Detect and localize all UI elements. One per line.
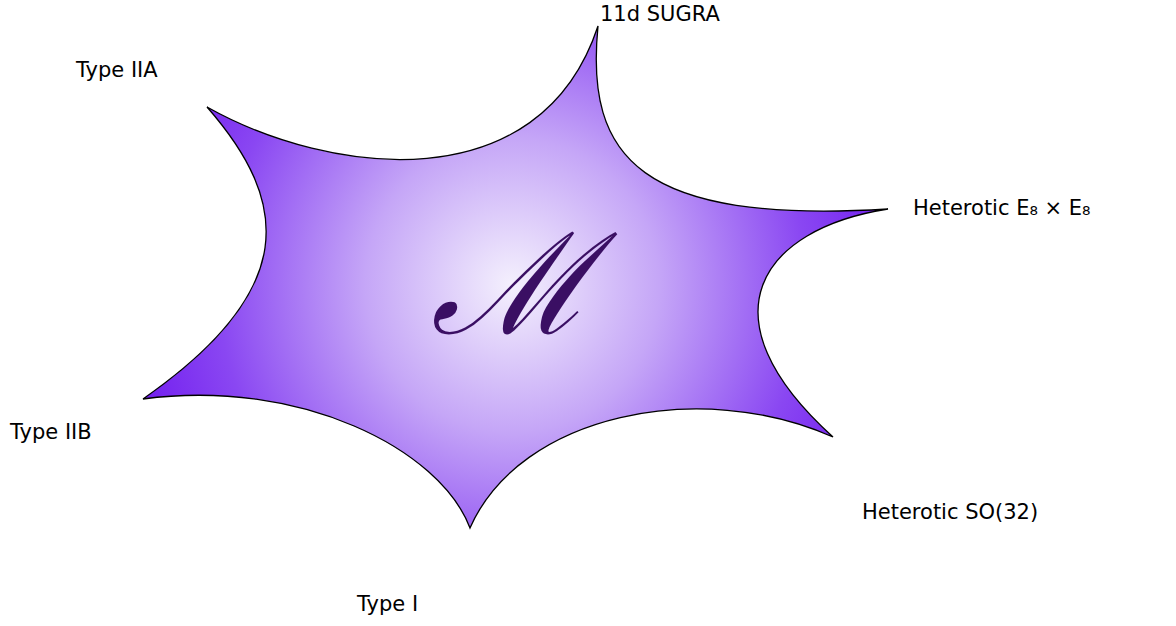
- theory-label: Heterotic SO(32): [862, 500, 1038, 525]
- theory-label: 11d SUGRA: [600, 2, 720, 27]
- theory-label: Type IIA: [76, 58, 158, 83]
- theory-label: Type IIB: [10, 420, 92, 445]
- theory-label: Heterotic E₈ × E₈: [913, 196, 1091, 221]
- star-fill: [143, 26, 888, 528]
- theory-symbol: ℳ: [431, 215, 593, 355]
- theory-label: Type I: [357, 592, 418, 617]
